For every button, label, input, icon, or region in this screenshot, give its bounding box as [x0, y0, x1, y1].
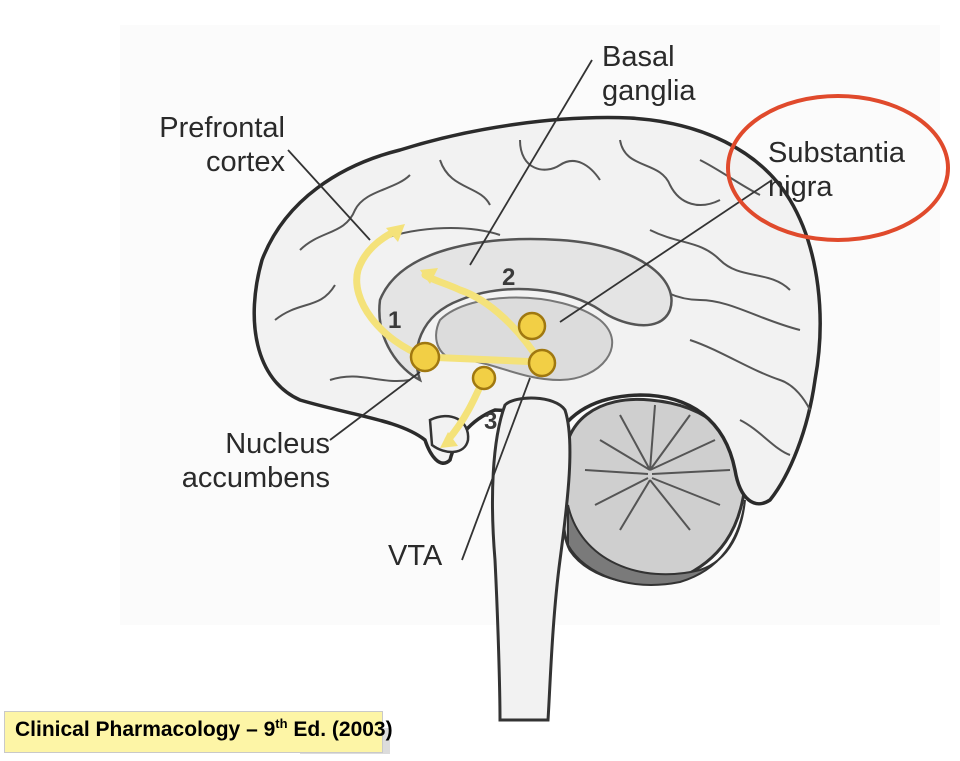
source-caption: Clinical Pharmacology – 9th Ed. (2003) — [15, 716, 393, 742]
pathway-1-link — [421, 353, 544, 366]
leader-basal — [469, 59, 593, 266]
leader-vta — [461, 377, 531, 561]
label-basal: Basal — [602, 41, 675, 73]
label-vta: VTA — [388, 540, 443, 572]
label-cortex: cortex — [206, 146, 285, 178]
pathway-number-2: 2 — [502, 264, 516, 291]
nucleus-accumbens-node — [409, 341, 441, 373]
pathway-arrowheads — [386, 224, 458, 448]
leader-prefrontal — [287, 149, 371, 241]
label-substantia: Substantia — [768, 137, 906, 169]
cerebellum — [561, 397, 747, 586]
label-ganglia: ganglia — [602, 75, 696, 107]
arrowhead-cortex — [386, 224, 405, 242]
vta-node — [527, 348, 557, 378]
dopamine-nuclei — [409, 311, 557, 391]
caption-dash: – 9 — [240, 718, 276, 741]
caption-title: Clinical Pharmacology — [15, 718, 241, 741]
brainstem — [490, 396, 572, 722]
pathway-number-1: 1 — [388, 307, 402, 334]
label-nucleus: Nucleus — [225, 428, 330, 460]
leader-lines — [287, 59, 773, 561]
pathway-number-3: 3 — [484, 408, 498, 435]
brain-folds — [274, 139, 811, 456]
leader-substantia — [559, 179, 773, 323]
arrowhead-accumbens — [440, 432, 458, 448]
label-nigra: nigra — [768, 171, 833, 203]
substantia-nigra-node — [517, 311, 547, 341]
caption-box — [4, 711, 383, 753]
label-accumbens: accumbens — [181, 462, 330, 494]
highlight-circle — [726, 94, 950, 242]
hypothalamic-node — [471, 365, 497, 391]
label-prefrontal: Prefrontal — [159, 112, 285, 144]
caption-edition-sup: th — [275, 716, 288, 731]
leader-nucleus — [329, 371, 421, 441]
caption-edition-rest: Ed. (2003) — [287, 718, 393, 741]
pathway-mesocortical — [353, 226, 429, 361]
arrowhead-striatum — [420, 268, 438, 284]
corpus-callosum — [378, 237, 673, 383]
pathway-nigrostriatal — [421, 271, 544, 366]
